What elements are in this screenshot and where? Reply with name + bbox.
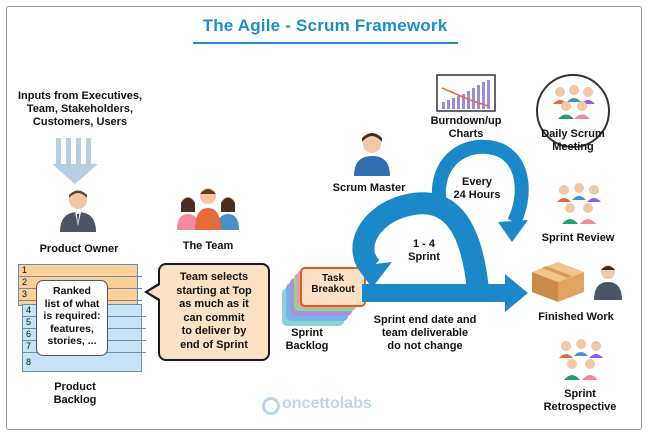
- sprint-backlog-label: Sprint Backlog: [282, 327, 332, 353]
- the-team-label: The Team: [182, 240, 234, 252]
- sprint-retro-people-icon: [559, 339, 603, 380]
- scrum-master-icon: [354, 133, 390, 176]
- team-selects-line-4: can commit: [183, 311, 245, 324]
- inputs-line-1: Inputs from Executives,: [17, 90, 143, 102]
- finished-work-label: Finished Work: [538, 311, 614, 323]
- daily-scrum-line-1: Daily Scrum: [541, 128, 605, 140]
- burndown-chart-icon: [436, 74, 496, 112]
- logo-text: oncettolabs: [282, 395, 372, 412]
- ranked-line-3: is required:: [43, 310, 101, 322]
- title-underline: [193, 42, 458, 44]
- burndown-label: Burndown/up Charts: [420, 115, 512, 141]
- sprint-retro-label: Sprint Retrospective: [534, 388, 626, 414]
- team-selects-line-3: as much as it: [179, 298, 249, 310]
- sprint-flow-arrow: [362, 274, 528, 312]
- sprint-length-line-2: Sprint: [408, 251, 440, 263]
- sprint-length-line-1: 1 - 4: [412, 238, 435, 250]
- team-selects-line-2: starting at Top: [176, 284, 252, 297]
- finished-work-person-icon: [594, 265, 622, 300]
- page-title: The Agile - Scrum Framework: [202, 16, 448, 35]
- every-24-line-1: Every: [462, 176, 492, 188]
- sprint-review-label: Sprint Review: [541, 232, 615, 244]
- sprint-review-people-icon: [557, 183, 601, 224]
- inputs-label: Inputs from Executives, Team, Stakeholde…: [8, 90, 152, 129]
- burndown-line-2: Charts: [448, 128, 484, 140]
- product-backlog-line-1: Product: [54, 381, 96, 393]
- inputs-line-3: Customers, Users: [32, 116, 128, 128]
- burndown-line-1: Burndown/up: [430, 115, 502, 127]
- ranked-line-5: stories, ...: [47, 335, 97, 347]
- daily-scrum-line-2: Meeting: [552, 141, 594, 153]
- task-breakout-line-1: Task: [321, 273, 345, 284]
- diagram-frame: [6, 6, 642, 430]
- product-owner-label: Product Owner: [39, 243, 119, 255]
- sprint-length-label: 1 - 4 Sprint: [398, 238, 450, 264]
- team-selects-line-6: end of Sprint: [180, 338, 248, 351]
- team-icon: [177, 188, 239, 230]
- sprint-retro-line-1: Sprint: [564, 388, 596, 400]
- inputs-line-2: Team, Stakeholders,: [26, 103, 134, 115]
- ranked-line-1: Ranked: [53, 285, 91, 297]
- scrum-master-label: Scrum Master: [332, 182, 406, 194]
- inputs-arrows-icon: [52, 138, 98, 184]
- team-selects-line-1: Team selects: [179, 271, 249, 283]
- box-icon: [532, 262, 584, 302]
- ranked-line-2: list of what: [44, 297, 100, 310]
- every-24-line-2: 24 Hours: [453, 189, 501, 201]
- team-selects-box: Team selects starting at Top as much as …: [158, 263, 270, 361]
- logo-circle-icon: [262, 397, 280, 415]
- sprint-backlog-line-1: Sprint: [291, 327, 323, 339]
- daily-scrum-people-icon: [553, 85, 595, 119]
- every-24-hours-label: Every 24 Hours: [450, 176, 504, 202]
- daily-loop-arrowhead: [498, 220, 528, 242]
- ranked-list-box: Ranked list of what is required: feature…: [36, 280, 108, 356]
- product-backlog-line-2: Backlog: [53, 394, 97, 406]
- sprint-end-line-3: do not change: [387, 340, 463, 352]
- task-breakout-line-2: Breakout: [311, 284, 355, 295]
- task-breakout-card: Task Breakout: [300, 267, 366, 307]
- sprint-end-line-2: team deliverable: [381, 327, 469, 339]
- team-selects-line-5: to deliver by: [181, 325, 247, 337]
- backlog-row-8: 8: [26, 357, 32, 367]
- product-backlog-label: Product Backlog: [40, 381, 110, 407]
- daily-scrum-label: Daily Scrum Meeting: [534, 128, 612, 154]
- product-owner-icon: [60, 190, 96, 232]
- ranked-line-4: features,: [50, 322, 94, 335]
- team-box-pointer-icon: [144, 282, 160, 302]
- sprint-retro-line-2: Retrospective: [543, 401, 617, 413]
- daily-loop: [431, 139, 529, 226]
- sprint-loop: [352, 192, 489, 292]
- sprint-backlog-line-2: Backlog: [285, 340, 329, 352]
- sprint-end-label: Sprint end date and team deliverable do …: [366, 314, 484, 353]
- backlog-row-1: 1: [18, 265, 142, 277]
- sprint-end-line-1: Sprint end date and: [373, 314, 477, 326]
- sprint-loop-arrowhead: [356, 262, 392, 288]
